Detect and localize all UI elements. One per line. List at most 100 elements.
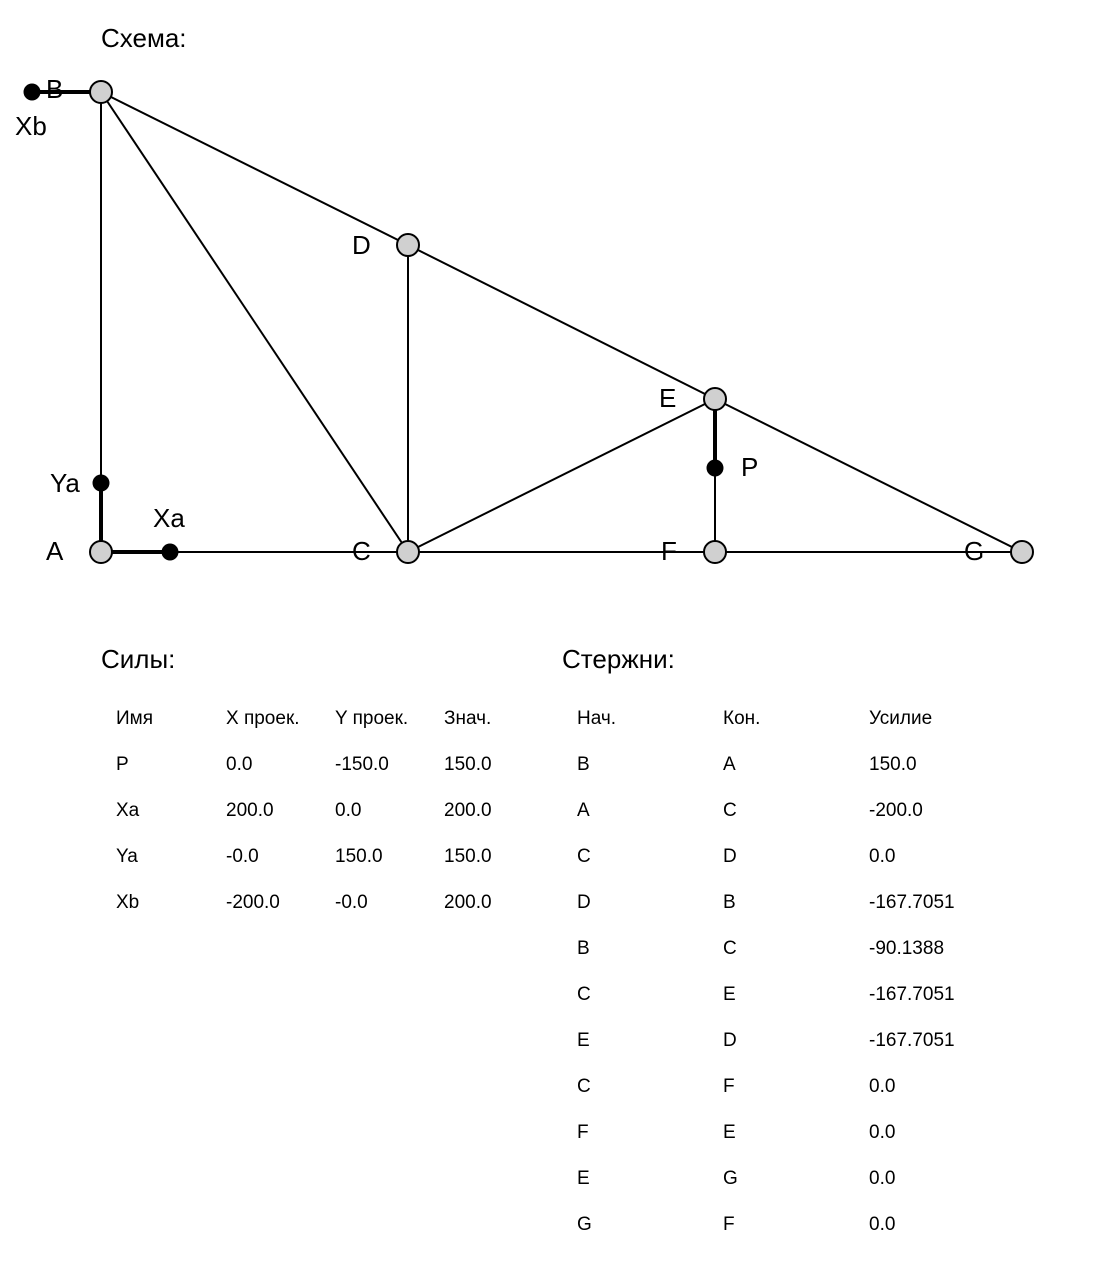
rods-table-cell: D [723,846,737,867]
forces-table-cell: P [116,754,129,775]
rods-header-cell: Кон. [723,708,761,729]
force-label-xa: Xa [153,503,185,533]
node-label-b: B [46,74,63,104]
node-label-e: E [659,383,676,413]
forces-table-cell: -150.0 [335,754,389,775]
node-label-g: G [964,536,984,566]
rods-table-cell: 0.0 [869,1168,896,1189]
forces-table-cell: 200.0 [226,800,274,821]
forces-header-cell: Имя [116,708,154,729]
force-end-dot-ya [92,474,110,492]
forces-table-cell: Xa [116,800,140,821]
forces-table-cell: 0.0 [226,754,253,775]
force-end-dot-xa [161,543,179,561]
node-label-c: C [352,536,371,566]
force-end-dot-xb [23,83,41,101]
node-label-d: D [352,230,371,260]
rods-table-cell: F [723,1214,735,1235]
rods-table-cell: E [723,1122,736,1143]
table-row: E G 0.0 [577,1156,989,1202]
rods-table-cell: C [577,846,591,867]
rod-c-e [407,398,716,553]
force-label-p: P [741,452,758,482]
forces-header-cell: X проек. [226,708,300,729]
rod-d-b [100,91,409,246]
rods-table-cell: 0.0 [869,1076,896,1097]
rods-table-cell: C [577,984,591,1005]
rods-table-cell: 0.0 [869,1122,896,1143]
node-label-a: A [46,536,64,566]
rods-table-cell: 0.0 [869,1214,896,1235]
node-e [703,387,727,411]
force-label-xb: Xb [15,111,47,141]
forces-table-cell: 0.0 [335,800,362,821]
rods-header-cell: Усилие [869,708,933,729]
rods-table-cell: G [723,1168,738,1189]
forces-table-cell: 150.0 [444,846,492,867]
table-row: C E -167.7051 [577,972,989,1018]
rods-table-cell: D [577,892,591,913]
rods-table-cell: C [577,1076,591,1097]
table-row: D B -167.7051 [577,880,989,926]
forces-header-cell: Y проек. [335,708,409,729]
rods-table-cell: A [723,754,736,775]
rods-table-cell: F [577,1122,589,1143]
node-a [89,540,113,564]
node-c [396,540,420,564]
forces-table-cell: Ya [116,846,138,867]
rod-b-c [100,91,409,553]
rods-table-cell: 150.0 [869,754,917,775]
forces-table-cell: -200.0 [226,892,280,913]
rods-table-cell: G [577,1214,592,1235]
forces-table-header: Имя X проек. Y проек. Знач. [116,696,524,742]
rod-e-g [714,398,1023,553]
table-row: C F 0.0 [577,1064,989,1110]
table-row: A C -200.0 [577,788,989,834]
rods-table-cell: 0.0 [869,846,896,867]
table-row: F E 0.0 [577,1110,989,1156]
table-row: Ya -0.0 150.0 150.0 [116,834,524,880]
rods-table-cell: F [723,1076,735,1097]
table-row: G F 0.0 [577,1202,989,1248]
forces-table-cell: -0.0 [335,892,368,913]
rods-table-cell: C [723,800,737,821]
rods-table-header: Нач. Кон. Усилие [577,696,989,742]
rods-table-cell: C [723,938,737,959]
rods-table-cell: A [577,800,590,821]
forces-table-cell: 200.0 [444,892,492,913]
rods-table-cell: B [723,892,736,913]
forces-table-cell: -0.0 [226,846,259,867]
scheme-title: Схема: [101,23,187,53]
rods-section-title: Стержни: [562,644,675,674]
forces-table-cell: 150.0 [444,754,492,775]
forces-section-title: Силы: [101,644,176,674]
rods-table-cell: -167.7051 [869,1030,955,1051]
rod-e-d [407,244,716,400]
forces-table-cell: 150.0 [335,846,383,867]
node-f [703,540,727,564]
rods-header-cell: Нач. [577,708,617,729]
node-d [396,233,420,257]
rods-table-cell: E [577,1168,590,1189]
forces-table-cell: Xb [116,892,140,913]
table-row: Xa 200.0 0.0 200.0 [116,788,524,834]
node-label-f: F [661,536,677,566]
rods-table-cell: -200.0 [869,800,923,821]
table-row: B A 150.0 [577,742,989,788]
force-label-ya: Ya [50,468,80,498]
force-end-dot-p [706,459,724,477]
node-b [89,80,113,104]
rods-table-cell: -167.7051 [869,984,955,1005]
rods-table-cell: -167.7051 [869,892,955,913]
rods-table-cell: E [723,984,736,1005]
forces-header-cell: Знач. [444,708,492,729]
rods-table-cell: E [577,1030,590,1051]
forces-table: Имя X проек. Y проек. Знач. P 0.0 -150.0 150.0… [116,696,524,926]
node-g [1010,540,1034,564]
forces-table-cell: 200.0 [444,800,492,821]
rods-table-cell: B [577,754,590,775]
table-row: P 0.0 -150.0 150.0 [116,742,524,788]
